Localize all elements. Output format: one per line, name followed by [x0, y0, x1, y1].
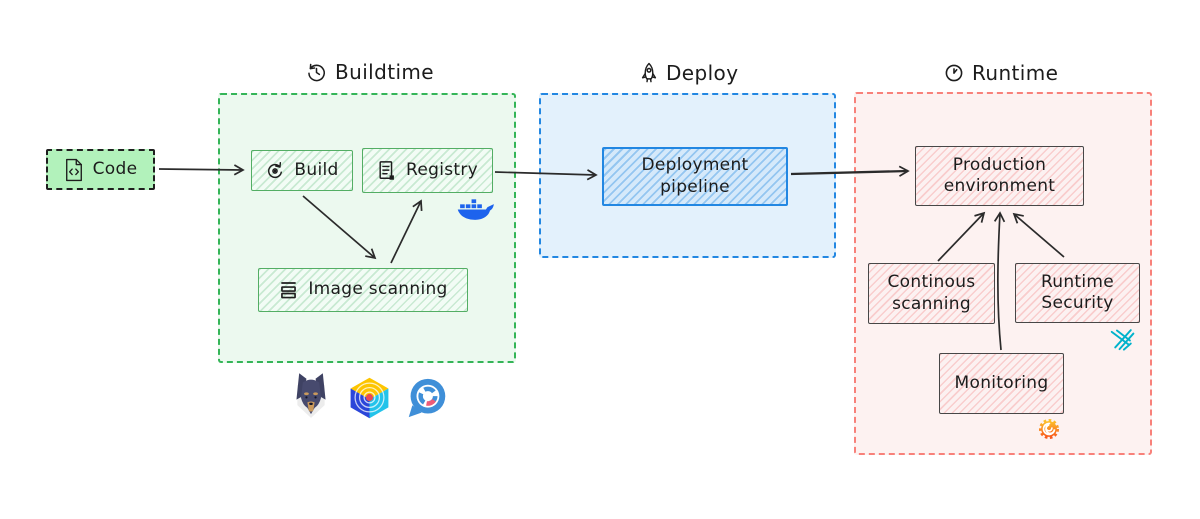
registry-label: Registry: [406, 159, 478, 180]
clock-icon: [945, 64, 963, 82]
falco-logo: [1110, 329, 1135, 351]
trivy-logo: [408, 378, 446, 418]
build-node: Build: [251, 150, 353, 191]
buildtime-title: Buildtime: [335, 60, 434, 84]
buildtime-section: [218, 93, 516, 363]
runtime-security-node: Runtime Security: [1015, 263, 1140, 323]
clair-logo: [350, 377, 389, 419]
image-scanning-node: Image scanning: [258, 268, 468, 312]
snyk-logo: [296, 373, 326, 418]
continuous-scanning-label: Continous scanning: [887, 272, 976, 314]
grafana-logo: [1038, 418, 1060, 440]
code-node: Code: [46, 149, 155, 190]
rocket-icon: [641, 62, 657, 83]
deployment-pipeline-label: Deployment pipeline: [641, 155, 749, 197]
production-environment-label: Production environment: [943, 154, 1056, 196]
runtime-security-label: Runtime Security: [1040, 271, 1115, 313]
buildtime-header: Buildtime: [306, 60, 434, 84]
registry-node: Registry: [362, 148, 493, 193]
production-environment-node: Production environment: [915, 146, 1084, 206]
monitoring-label: Monitoring: [954, 372, 1049, 393]
runtime-header: Runtime: [944, 61, 1058, 85]
monitoring-node: Monitoring: [939, 353, 1064, 414]
rebuild-icon: [268, 161, 283, 178]
deploy-header: Deploy: [640, 61, 738, 85]
continuous-scanning-node: Continous scanning: [868, 263, 995, 324]
docker-logo: [457, 199, 494, 220]
image-scanning-label: Image scanning: [308, 279, 448, 300]
history-icon: [308, 63, 325, 81]
deployment-pipeline-node: Deployment pipeline: [602, 147, 788, 206]
file-code-icon: [65, 158, 82, 181]
layers-icon: [281, 282, 297, 299]
runtime-title: Runtime: [972, 61, 1059, 85]
deploy-title: Deploy: [666, 61, 739, 85]
manifest-icon: [379, 160, 394, 180]
code-label: Code: [92, 158, 138, 179]
build-label: Build: [294, 159, 339, 180]
